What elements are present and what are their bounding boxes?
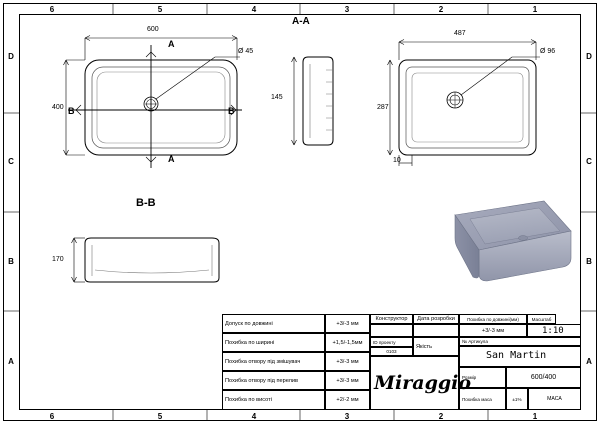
zone-right-b: B bbox=[586, 257, 592, 266]
top-view-width-label: 600 bbox=[147, 26, 159, 33]
section-bb-height-label: 170 bbox=[52, 256, 64, 263]
mass-tolerance-label: Похибка маса bbox=[459, 388, 506, 410]
section-mark-a-bottom: A bbox=[168, 154, 175, 164]
bowl-offset-label: 10 bbox=[393, 157, 401, 164]
section-mark-b-right: B bbox=[228, 106, 235, 116]
article-value-cell bbox=[459, 346, 581, 367]
tol-row-2-value: +3/-3 мм bbox=[325, 352, 370, 371]
section-aa-depth-label: 145 bbox=[271, 94, 283, 101]
zone-left-c: C bbox=[8, 157, 14, 166]
tol-row-4-value: +2/-2 мм bbox=[325, 390, 370, 410]
section-mark-b-left: B bbox=[68, 106, 75, 116]
bowl-height-label: 287 bbox=[377, 104, 389, 111]
date-label: Дата розробки bbox=[413, 314, 459, 324]
zone-top-4: 4 bbox=[251, 5, 257, 14]
zone-top-1: 1 bbox=[532, 5, 538, 14]
zone-bottom-4: 4 bbox=[251, 412, 257, 421]
bowl-hole-diameter-label: Ø 96 bbox=[540, 48, 556, 55]
tolerance-length-label: Похибка по довжині(мм) bbox=[459, 314, 527, 324]
section-aa-title: A-A bbox=[292, 16, 310, 27]
zone-top-5: 5 bbox=[157, 5, 163, 14]
tol-row-0-value: +3/-3 мм bbox=[325, 314, 370, 333]
zone-left-a: A bbox=[8, 357, 14, 366]
constructor-label: Конструктор bbox=[370, 314, 413, 324]
zone-bottom-2: 2 bbox=[438, 412, 444, 421]
section-bb-title: B-B bbox=[136, 197, 156, 209]
tolerance-length-value: +3/-3 мм bbox=[459, 324, 527, 337]
project-id-label: ID проекту bbox=[370, 337, 413, 347]
tol-row-1-param: Похибка по ширині bbox=[222, 333, 325, 352]
zone-left-d: D bbox=[8, 52, 14, 61]
scale-label: Масштаб bbox=[527, 314, 556, 324]
article-label: № Артикула bbox=[459, 337, 581, 346]
top-view-height-label: 400 bbox=[52, 104, 64, 111]
zone-top-6: 6 bbox=[49, 5, 55, 14]
size-label: Розмір bbox=[459, 367, 506, 388]
scale-value-cell bbox=[527, 324, 581, 337]
project-id-value: 0103 bbox=[370, 347, 413, 356]
date-value bbox=[413, 324, 459, 337]
tol-row-1-value: +1,5/-1,5мм bbox=[325, 333, 370, 352]
brand-logo: Miraggio bbox=[374, 372, 472, 394]
quality-label: Якість bbox=[413, 337, 459, 356]
zone-bottom-3: 3 bbox=[344, 412, 350, 421]
tol-row-3-param: Похибка отвору під перелив bbox=[222, 371, 325, 390]
title-block: Допуск по довжині +3/-3 мм Похибка по ши… bbox=[222, 314, 581, 410]
mass-tolerance-value: ±1% bbox=[506, 388, 528, 410]
section-mark-a-top: A bbox=[168, 39, 175, 49]
top-view-hole-diameter-label: Ø 45 bbox=[238, 48, 254, 55]
constructor-value bbox=[370, 324, 413, 337]
zone-top-2: 2 bbox=[438, 5, 444, 14]
tol-row-0-param: Допуск по довжині bbox=[222, 314, 325, 333]
zone-bottom-6: 6 bbox=[49, 412, 55, 421]
zone-bottom-5: 5 bbox=[157, 412, 163, 421]
zone-right-c: C bbox=[586, 157, 592, 166]
zone-bottom-1: 1 bbox=[532, 412, 538, 421]
mass-title: МАСА bbox=[528, 388, 581, 410]
tol-row-3-value: +3/-3 мм bbox=[325, 371, 370, 390]
article-value: San Martin bbox=[486, 350, 547, 361]
tol-row-2-param: Похибка отвору під змішувач bbox=[222, 352, 325, 371]
size-value: 600/400 bbox=[506, 367, 581, 388]
zone-left-b: B bbox=[8, 257, 14, 266]
zone-top-3: 3 bbox=[344, 5, 350, 14]
bowl-width-label: 487 bbox=[454, 30, 466, 37]
zone-right-a: A bbox=[586, 357, 592, 366]
scale-value: 1:10 bbox=[542, 326, 564, 336]
brand-cell bbox=[370, 356, 459, 410]
zone-right-d: D bbox=[586, 52, 592, 61]
tol-row-4-param: Похибка по висоті bbox=[222, 390, 325, 410]
